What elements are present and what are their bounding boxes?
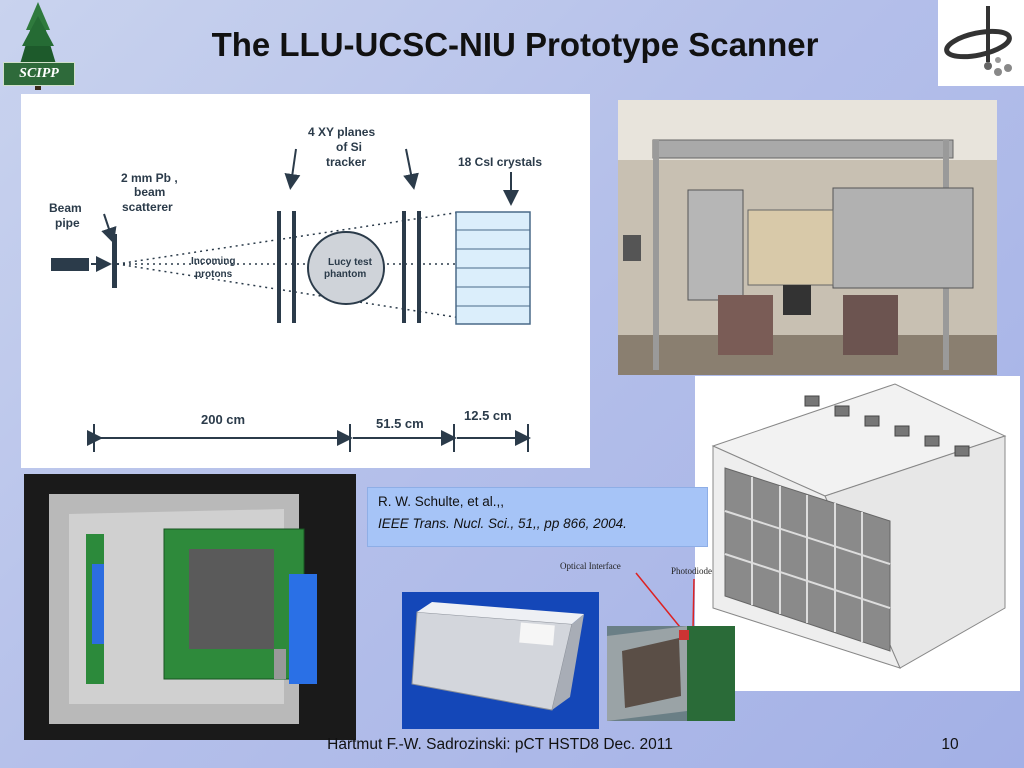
csi-crystal-photo [402,592,599,729]
footer-text: Hartmut F.-W. Sadrozinski: pCT HSTD8 Dec… [327,736,673,753]
tracker-photo [24,474,356,740]
page-number: 10 [941,736,959,753]
phantom-shape [307,231,385,305]
citation-authors: R. W. Schulte, et al.,, [378,494,505,509]
csi-crystal-array [455,211,531,325]
label-distance-51: 51.5 cm [376,416,424,431]
slide-title: The LLU-UCSC-NIU Prototype Scanner [211,26,819,63]
niu-emblem-icon [944,6,1012,76]
niu-logo [938,0,1024,86]
crystal-array-render [695,376,1020,691]
citation-box: R. W. Schulte, et al.,, IEEE Trans. Nucl… [367,487,708,547]
scipp-logo-text: SCIPP [3,62,75,86]
beam-pipe-shape [51,258,89,271]
photodiode-closeup-photo [607,626,735,721]
label-photodiode: Photodiode [671,566,713,576]
label-csi-crystals: 18 CsI crystals [458,155,542,169]
label-distance-12: 12.5 cm [464,408,512,423]
label-distance-200: 200 cm [201,412,245,427]
label-optical-interface: Optical Interface [560,561,621,571]
citation-journal: IEEE Trans. Nucl. Sci., 51,, pp 866, 200… [378,516,627,531]
pb-scatterer-shape [112,234,117,288]
scanner-photo [618,100,997,375]
